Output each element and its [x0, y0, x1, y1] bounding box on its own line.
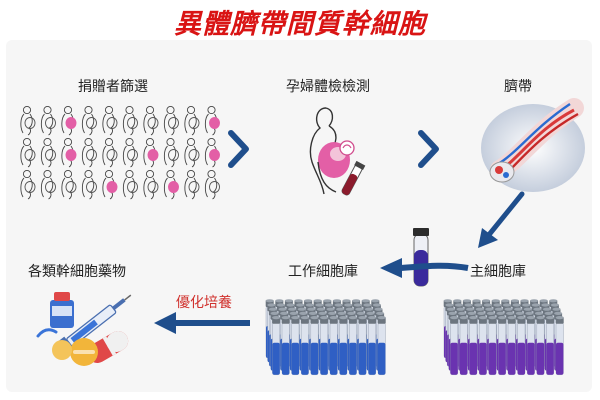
cell-vial — [329, 316, 338, 375]
cell-vial — [517, 316, 526, 375]
donor-figure — [61, 105, 77, 136]
cell-vial — [320, 316, 329, 375]
donor-figure — [163, 137, 179, 168]
medicine-icon — [36, 292, 132, 366]
donor-figure — [61, 137, 77, 168]
donor-figure — [20, 105, 36, 136]
donor-figure — [102, 169, 118, 200]
label-optimized-culture: 優化培養 — [176, 295, 232, 311]
donor-figure — [143, 169, 159, 200]
cell-vial — [459, 316, 468, 375]
donor-figure — [122, 137, 138, 168]
label-umbilical-cord: 臍帶 — [504, 79, 532, 95]
donor-figure — [20, 137, 36, 168]
label-master-cell-bank: 主細胞庫 — [470, 264, 526, 280]
donor-figure — [81, 105, 97, 136]
page-title: 異體臍帶間質幹細胞 — [174, 9, 426, 40]
donor-figure — [102, 105, 118, 136]
label-maternal-test: 孕婦體檢檢測 — [286, 79, 370, 95]
cell-vial — [272, 316, 281, 375]
cell-vial — [526, 316, 535, 375]
donor-figure — [61, 169, 77, 200]
donor-figure — [163, 105, 179, 136]
donor-figure — [184, 105, 200, 136]
label-donor-screening: 捐贈者篩選 — [78, 79, 148, 95]
cell-vial — [368, 316, 377, 375]
umbilical-cord-icon — [481, 98, 585, 192]
donor-figure — [122, 105, 138, 136]
arrow-cord-to-master-bank — [478, 191, 525, 248]
cell-vial — [291, 316, 300, 375]
cell-vial — [536, 316, 545, 375]
cell-vial — [488, 316, 497, 375]
donor-figure — [143, 105, 159, 136]
cell-vial — [281, 316, 290, 375]
donor-figure — [163, 169, 179, 200]
donor-figure — [102, 137, 118, 168]
donor-figure — [40, 137, 56, 168]
chevron-right-icon — [228, 130, 249, 168]
donor-figure — [81, 137, 97, 168]
arrow-master-to-working-bank — [380, 258, 469, 278]
blue-tube-rack-icon — [265, 299, 386, 375]
donor-figure — [143, 137, 159, 168]
cell-vial — [478, 316, 487, 375]
cell-vial — [300, 316, 309, 375]
label-stem-cell-drugs: 各類幹細胞藥物 — [28, 264, 126, 280]
pregnant-woman-with-blood-tube-icon — [309, 107, 366, 196]
cell-vial — [339, 316, 348, 375]
purple-tube-rack-icon — [443, 299, 564, 375]
cell-vial — [377, 316, 386, 375]
label-working-cell-bank: 工作細胞庫 — [288, 264, 358, 280]
cell-vial — [450, 316, 459, 375]
donor-figure — [81, 169, 97, 200]
cell-vial — [555, 316, 564, 375]
donor-figure — [204, 105, 220, 136]
cell-vial — [358, 316, 367, 375]
cell-vial — [507, 316, 516, 375]
donor-figure — [40, 105, 56, 136]
donor-figure — [204, 137, 220, 168]
donor-figure — [40, 169, 56, 200]
pregnant-women-grid-icon — [20, 105, 220, 200]
cell-vial — [310, 316, 319, 375]
cell-vial — [469, 316, 478, 375]
cell-vial — [498, 316, 507, 375]
donor-figure — [122, 169, 138, 200]
arrow-working-bank-to-drugs — [154, 312, 250, 334]
cell-vial — [546, 316, 555, 375]
donor-figure — [184, 137, 200, 168]
donor-figure — [204, 169, 220, 200]
chevron-right-icon — [418, 130, 439, 168]
donor-figure — [20, 169, 36, 200]
cell-vial — [348, 316, 357, 375]
donor-figure — [184, 169, 200, 200]
